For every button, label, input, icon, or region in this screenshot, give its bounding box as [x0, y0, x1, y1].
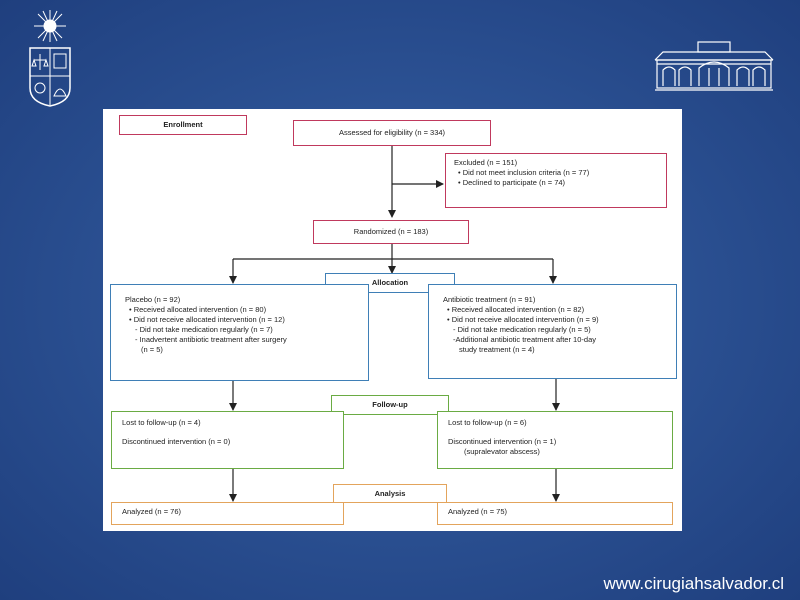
placebo-title: Placebo (n = 92)	[125, 295, 181, 304]
antibiotic-title: Antibiotic treatment (n = 91)	[443, 295, 536, 304]
excluded-item: • Declined to participate (n = 74)	[458, 178, 566, 187]
followup-right-lost: Lost to follow-up (n = 6)	[448, 418, 527, 427]
followup-right-box: Lost to follow-up (n = 6) Discontinued i…	[437, 411, 673, 469]
placebo-line: (n = 5)	[141, 345, 163, 354]
connector-arrows	[229, 146, 560, 502]
randomized-box: Randomized (n = 183)	[313, 220, 469, 244]
analyzed-right-box: Analyzed (n = 75)	[437, 502, 673, 525]
placebo-line: - Inadvertent antibiotic treatment after…	[135, 335, 287, 344]
analyzed-left-text: Analyzed (n = 76)	[122, 507, 181, 516]
followup-right-note: (supralevator abscess)	[464, 447, 540, 456]
assessed-box: Assessed for eligibility (n = 334)	[293, 120, 491, 146]
footer-url: www.cirugiahsalvador.cl	[603, 574, 784, 593]
followup-right-discontinued: Discontinued intervention (n = 1)	[448, 437, 557, 446]
followup-label: Follow-up	[331, 395, 449, 415]
analysis-text: Analysis	[374, 488, 406, 498]
antibiotic-line: study treatment (n = 4)	[459, 345, 535, 354]
antibiotic-line: -Additional antibiotic treatment after 1…	[453, 335, 596, 344]
enrollment-label: Enrollment	[119, 115, 247, 135]
analyzed-left-box: Analyzed (n = 76)	[111, 502, 344, 525]
enrollment-text: Enrollment	[163, 120, 203, 129]
excluded-title: Excluded (n = 151)	[454, 158, 518, 167]
antibiotic-box: Antibiotic treatment (n = 91) • Received…	[428, 284, 677, 379]
placebo-line: • Did not receive allocated intervention…	[129, 315, 285, 324]
analyzed-right-text: Analyzed (n = 75)	[448, 507, 507, 516]
assessed-text: Assessed for eligibility (n = 334)	[338, 128, 446, 137]
followup-text: Follow-up	[372, 400, 408, 409]
placebo-box: Placebo (n = 92) • Received allocated in…	[110, 284, 369, 381]
consort-flow-diagram: Enrollment Assessed for eligibility (n =…	[103, 109, 682, 531]
excluded-item: • Did not meet inclusion criteria (n = 7…	[458, 168, 590, 177]
followup-left-box: Lost to follow-up (n = 4) Discontinued i…	[111, 411, 344, 469]
followup-left-lost: Lost to follow-up (n = 4)	[122, 418, 201, 427]
followup-left-discontinued: Discontinued intervention (n = 0)	[122, 437, 231, 446]
antibiotic-line: - Did not take medication regularly (n =…	[453, 325, 591, 334]
excluded-box: Excluded (n = 151) • Did not meet inclus…	[445, 153, 667, 208]
randomized-text: Randomized (n = 183)	[353, 227, 429, 236]
placebo-line: - Did not take medication regularly (n =…	[135, 325, 273, 334]
hospital-building-icon	[653, 40, 775, 92]
antibiotic-line: • Received allocated intervention (n = 8…	[447, 305, 585, 314]
allocation-text: Allocation	[371, 278, 409, 287]
placebo-line: • Received allocated intervention (n = 8…	[129, 305, 267, 314]
antibiotic-line: • Did not receive allocated intervention…	[447, 315, 599, 324]
analysis-label: Analysis	[333, 484, 447, 503]
university-crest-icon	[26, 8, 74, 108]
